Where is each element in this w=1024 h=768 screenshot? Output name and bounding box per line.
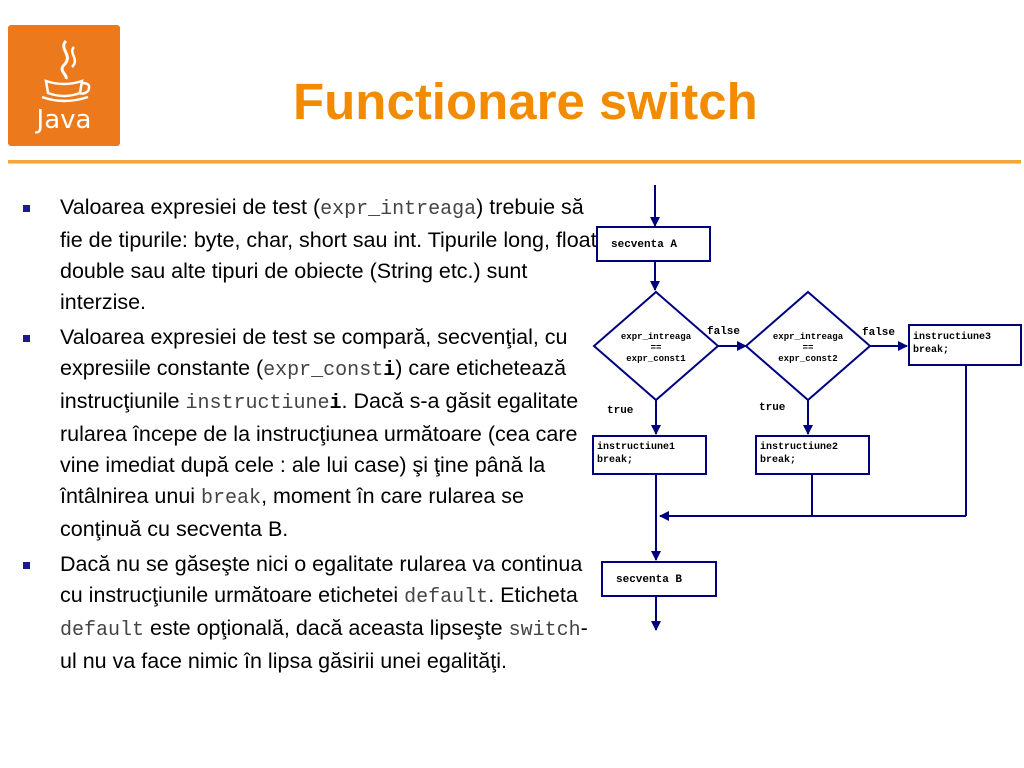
true-label-2: true xyxy=(759,402,786,414)
title-divider xyxy=(8,160,1021,163)
decision2-line1: expr_intreaga xyxy=(773,332,844,342)
secventa-b-label: secventa B xyxy=(616,574,682,586)
code-expr-const: expr_consti xyxy=(263,359,396,382)
code-switch: switch xyxy=(508,619,581,642)
secventa-b-box xyxy=(601,561,717,597)
secventa-a-label: secventa A xyxy=(611,239,677,251)
instr3-line2: break; xyxy=(913,344,949,356)
false-label-2: false xyxy=(862,327,895,339)
logo-text: Java xyxy=(36,105,92,135)
instr1-line1: instructiune1 xyxy=(597,441,675,453)
decision2-line3: expr_const2 xyxy=(778,354,837,364)
bullet-3-text-b: . Eticheta xyxy=(488,583,578,607)
bullet-1-text-a: Valoarea expresiei de test ( xyxy=(60,195,321,219)
bullet-3-text-d: -ul nu va face nimic în lipsa găsirii un… xyxy=(60,616,588,673)
bullet-3-text-a: Dacă nu se găseşte nici o egalitate rula… xyxy=(60,552,583,607)
instr2-line2: break; xyxy=(760,454,796,466)
decision1-line1: expr_intreaga xyxy=(621,332,692,342)
instr3-line1: instructiune3 xyxy=(913,331,991,343)
bullet-list: Valoarea expresiei de test (expr_intreag… xyxy=(18,192,603,681)
code-default-1: default xyxy=(404,586,489,609)
code-expr-intreaga: expr_intreaga xyxy=(320,198,477,221)
bullet-2-text-d: , moment în care rularea se conţinuă cu … xyxy=(60,484,524,541)
false-label-1: false xyxy=(707,326,740,338)
decision1-line3: expr_const1 xyxy=(626,354,686,364)
bullet-item-1: Valoarea expresiei de test (expr_intreag… xyxy=(18,192,603,318)
bullet-square-icon xyxy=(23,335,30,342)
instr2-line1: instructiune2 xyxy=(760,441,838,453)
bullet-square-icon xyxy=(23,562,30,569)
java-logo: Java xyxy=(8,25,120,146)
bullet-square-icon xyxy=(23,205,30,212)
secventa-a-box xyxy=(596,226,711,262)
bullet-2-text-a: Valoarea expresiei de test se compară, s… xyxy=(60,325,568,380)
java-cup-icon xyxy=(41,39,91,103)
bullet-item-2: Valoarea expresiei de test se compară, s… xyxy=(18,322,603,545)
code-break: break xyxy=(201,487,262,510)
instr1-box xyxy=(592,435,707,475)
bullet-3-text-c: este opţională, dacă aceasta lipseşte xyxy=(144,616,509,640)
bullet-item-3: Dacă nu se găseşte nici o egalitate rula… xyxy=(18,549,603,677)
code-default-2: default xyxy=(60,619,145,642)
instr1-line2: break; xyxy=(597,454,633,466)
true-label-1: true xyxy=(607,405,634,417)
slide-title: Functionare switch xyxy=(293,73,758,130)
decision1-line2: == xyxy=(651,343,662,353)
bullet-2-text-c: . Dacă s-a găsit egalitate rularea încep… xyxy=(60,389,579,508)
title-divider-shadow xyxy=(8,163,1021,164)
decision2-line2: == xyxy=(803,343,814,353)
bullet-1-text-b: ) trebuie să fie de tipurile: byte, char… xyxy=(60,195,603,314)
code-instructiune: instructiunei xyxy=(185,392,342,415)
bullet-2-text-b: ) care etichetează instrucţiunile xyxy=(60,356,567,413)
